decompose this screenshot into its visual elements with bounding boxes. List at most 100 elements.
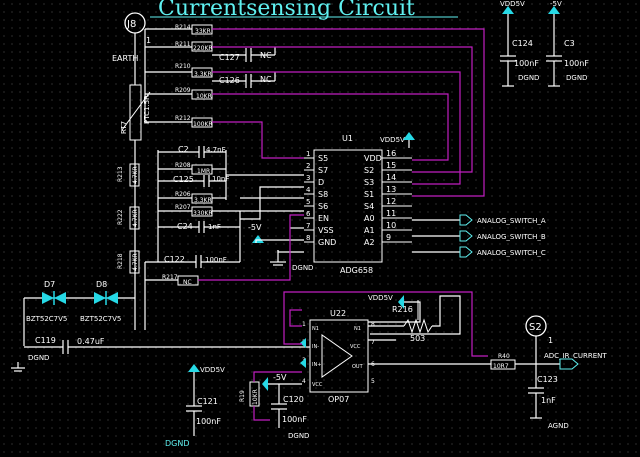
- u1-pin-num: 4: [306, 186, 311, 194]
- svg-text:3.3KR: 3.3KR: [194, 197, 212, 204]
- svg-text:330KR: 330KR: [193, 210, 213, 217]
- resistor-r222[interactable]: R222 4.7KR: [117, 206, 140, 230]
- net-dgnd-c3: DGND: [566, 74, 587, 82]
- net-analog-switch-c[interactable]: ANALOG_SWITCH_C: [412, 246, 546, 258]
- net-dgnd-c121: DGND: [165, 439, 190, 448]
- svg-text:C121: C121: [197, 397, 218, 406]
- u1-pin-name: EN: [318, 214, 329, 223]
- resistor-r40[interactable]: R40 10R7: [490, 353, 516, 370]
- svg-text:J8: J8: [126, 19, 136, 30]
- svg-text:4.7KR: 4.7KR: [132, 253, 139, 271]
- u1-pin-num: 14: [386, 173, 396, 182]
- u1-pin-name: S2: [364, 166, 374, 175]
- u1-pin-name: GND: [318, 238, 336, 247]
- capacitor-c121[interactable]: C121 100nF: [186, 397, 221, 426]
- power-c121-vdd: VDD5V: [188, 364, 225, 374]
- resistor-r210[interactable]: R210 3.3KR: [175, 63, 213, 78]
- svg-text:100nF: 100nF: [564, 59, 589, 68]
- u1-pin-num: 7: [306, 222, 310, 230]
- capacitor-c3[interactable]: C3 100nF: [546, 39, 589, 68]
- capacitor-c124[interactable]: C124 100nF: [500, 39, 539, 68]
- svg-text:DGND: DGND: [292, 264, 313, 272]
- capacitor-c119[interactable]: C119 0.47uF: [35, 336, 105, 354]
- power-u22-vdd: VDD5V: [368, 294, 404, 309]
- svg-text:100nF: 100nF: [282, 415, 307, 424]
- u1-pin-name: S4: [364, 202, 374, 211]
- resistor-r19[interactable]: R19 10KR: [239, 381, 260, 407]
- svg-text:R222: R222: [117, 209, 124, 225]
- power-u1-vdd: VDD5V: [380, 132, 415, 144]
- svg-text:ANALOG_SWITCH_B: ANALOG_SWITCH_B: [477, 233, 546, 241]
- svg-text:10KR: 10KR: [252, 389, 259, 405]
- svg-text:C122: C122: [164, 255, 185, 264]
- power-u1-neg: -5V: [248, 223, 264, 243]
- svg-text:VDD5V: VDD5V: [500, 0, 525, 8]
- svg-text:C119: C119: [35, 336, 56, 345]
- svg-text:R206: R206: [175, 191, 191, 198]
- svg-text:ANALOG_SWITCH_A: ANALOG_SWITCH_A: [477, 217, 546, 225]
- svg-text:10R7: 10R7: [493, 363, 509, 370]
- u1-pin-num: 12: [386, 197, 396, 206]
- svg-text:RT7: RT7: [120, 121, 128, 134]
- svg-text:C120: C120: [283, 395, 304, 404]
- svg-text:C127: C127: [219, 53, 240, 62]
- svg-text:BZT52C7V5: BZT52C7V5: [80, 315, 121, 323]
- power-u22-neg: -5V: [262, 373, 287, 391]
- potentiometer-r216[interactable]: R216 503: [392, 300, 433, 343]
- svg-text:C3: C3: [564, 39, 575, 48]
- svg-text:R19: R19: [239, 390, 246, 402]
- svg-text:AGND: AGND: [548, 422, 569, 430]
- net-analog-switch-b[interactable]: ANALOG_SWITCH_B: [412, 230, 546, 242]
- svg-text:NC: NC: [260, 75, 272, 84]
- ground-agnd: AGND: [530, 417, 569, 430]
- svg-text:ANALOG_SWITCH_C: ANALOG_SWITCH_C: [477, 249, 546, 257]
- u1-pin-num: 13: [386, 185, 396, 194]
- connector-s2[interactable]: S2 1: [525, 315, 553, 345]
- svg-text:R214: R214: [175, 24, 191, 31]
- svg-text:-5V: -5V: [248, 223, 262, 232]
- svg-text:ADG658: ADG658: [340, 266, 373, 275]
- svg-text:10nF: 10nF: [212, 175, 229, 183]
- net-dgnd-c124: DGND: [518, 74, 539, 82]
- svg-text:N1: N1: [312, 326, 319, 332]
- net-analog-switch-a[interactable]: ANALOG_SWITCH_A: [412, 214, 546, 226]
- ground-c119: [11, 362, 25, 372]
- svg-text:1: 1: [548, 336, 553, 345]
- svg-text:OP07: OP07: [328, 395, 349, 404]
- u1-pin-num: 3: [306, 174, 310, 182]
- u1-pin-num: 9: [386, 233, 391, 242]
- svg-text:R211: R211: [175, 41, 191, 48]
- net-adc-ir-current[interactable]: ADC_IR_CURRENT: [544, 352, 607, 370]
- u1-pin-num: 10: [386, 221, 396, 230]
- svg-text:1: 1: [302, 321, 306, 328]
- svg-text:PTC1.5R: PTC1.5R: [143, 95, 151, 124]
- svg-text:R210: R210: [175, 63, 191, 70]
- svg-text:ADC_IR_CURRENT: ADC_IR_CURRENT: [544, 352, 607, 360]
- u1-pin-name: D: [318, 178, 324, 187]
- svg-text:100KR: 100KR: [193, 121, 213, 128]
- svg-text:VCC: VCC: [350, 344, 361, 350]
- thermistor-rt7[interactable]: RT7 PTC1.5R: [120, 84, 151, 141]
- capacitor-c123[interactable]: C123 1nF: [528, 375, 558, 405]
- resistor-r213[interactable]: R213 4.7KR: [117, 163, 140, 187]
- u1-pin-num: 11: [386, 209, 396, 218]
- zener-d7[interactable]: D7 BZT52C7V5: [26, 280, 67, 323]
- svg-text:C125: C125: [173, 175, 194, 184]
- resistor-r218[interactable]: R218 4.7KR: [117, 250, 140, 274]
- zener-d8[interactable]: D8 BZT52C7V5: [80, 280, 121, 323]
- u1-pin-num: 15: [386, 161, 396, 170]
- svg-text:N1: N1: [354, 326, 361, 332]
- net-dgnd-c120: DGND: [288, 432, 309, 440]
- svg-text:3.3KR: 3.3KR: [194, 71, 212, 78]
- svg-text:VDD5V: VDD5V: [380, 136, 405, 144]
- u1-pin-name: A1: [364, 226, 375, 235]
- svg-text:R218: R218: [117, 253, 124, 269]
- u1-pin-name: VSS: [318, 226, 334, 235]
- opamp-u22-op07[interactable]: U22 N1 IN- IN+ VCC OUT VCC N1 1 2 3 4 5 …: [302, 309, 375, 404]
- capacitor-c120[interactable]: C120 100nF: [271, 395, 307, 424]
- svg-text:4.7nF: 4.7nF: [206, 146, 226, 154]
- svg-text:10KR: 10KR: [196, 93, 212, 100]
- svg-text:4.7KR: 4.7KR: [132, 166, 139, 184]
- svg-text:R213: R213: [117, 166, 124, 182]
